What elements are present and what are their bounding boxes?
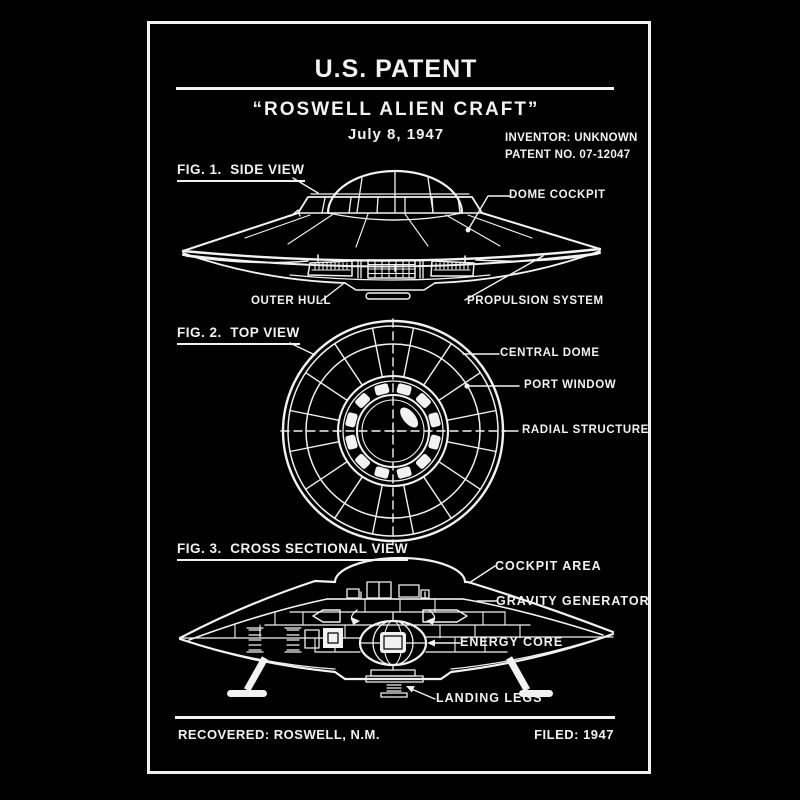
landing-legs-leader [408,687,436,700]
band-panes [321,196,461,214]
poster-frame [147,21,651,774]
callout-gravity-generator: GRAVITY GENERATOR [496,594,650,608]
dome-highlight [400,407,419,428]
patent-number: PATENT NO. 07-12047 [505,149,631,161]
rim-bottom [182,252,601,268]
fig2-label: FIG. 2. TOP VIEW [177,326,300,345]
dome-cockpit-leader [467,195,511,231]
callout-cockpit-area: COCKPIT AREA [495,559,602,573]
energy-core-sphere [358,611,428,671]
central-dome-circle [356,394,430,468]
craft-name: “ROSWELL ALIEN CRAFT” [252,99,540,120]
filed-line: FILED: 1947 [534,727,614,742]
component-box-solid [323,628,343,648]
propulsion-leader [464,255,544,301]
hull-panel-lines [244,213,533,248]
header-rule [176,87,614,90]
lower-hull [182,250,601,284]
dome-ribs [356,170,434,213]
fig1-side-view-drawing [181,169,602,302]
cockpit-equipment [346,581,430,599]
fig1-label-leader [292,177,319,194]
callout-energy-core: ENERGY CORE [460,635,564,649]
inner-ring [336,374,450,488]
center-vent-grid [367,259,416,279]
fig2-label-leader [289,342,316,356]
callout-central-dome: CENTRAL DOME [500,347,600,359]
center-mark [386,424,400,438]
landing-legs [227,656,553,697]
radial-spokes [289,327,497,535]
left-vent [307,260,353,277]
outer-hull-leader [320,283,344,302]
fig3-label: FIG. 3. CROSS SECTIONAL VIEW [177,542,409,561]
shock-springs [246,627,302,653]
callout-dome-cockpit: DOME COCKPIT [509,189,606,201]
patent-date: July 8, 1947 [347,126,445,143]
mid-ring [305,343,481,519]
recovered-line: RECOVERED: ROSWELL, N.M. [178,727,380,742]
footer-rule [175,716,615,719]
fig3-cross-section-drawing [178,556,615,700]
cockpit-band [297,196,483,214]
radial-structure-leader [502,423,519,439]
port-windows [345,383,441,479]
inventor-line: INVENTOR: UNKNOWN [505,132,638,144]
callout-outer-hull: OUTER HULL [251,295,332,307]
gravity-generator-housings [312,609,468,623]
fig1-label: FIG. 1. SIDE VIEW [177,163,305,182]
callout-landing-legs: LANDING LEGS [436,691,543,705]
right-vent [430,260,475,277]
callout-radial-structure: RADIAL STRUCTURE [522,424,649,436]
upper-hull [182,212,601,252]
page-title: U.S. PATENT [314,55,478,83]
dome-outline [333,556,467,584]
callout-port-window: PORT WINDOW [524,379,617,391]
fig2-top-view-drawing [280,318,520,546]
callout-propulsion-system: PROPULSION SYSTEM [467,295,604,307]
rib-lines [234,598,521,653]
cockpit-area-leader [468,565,496,584]
component-box [304,629,320,649]
core-pedestal [365,669,424,698]
